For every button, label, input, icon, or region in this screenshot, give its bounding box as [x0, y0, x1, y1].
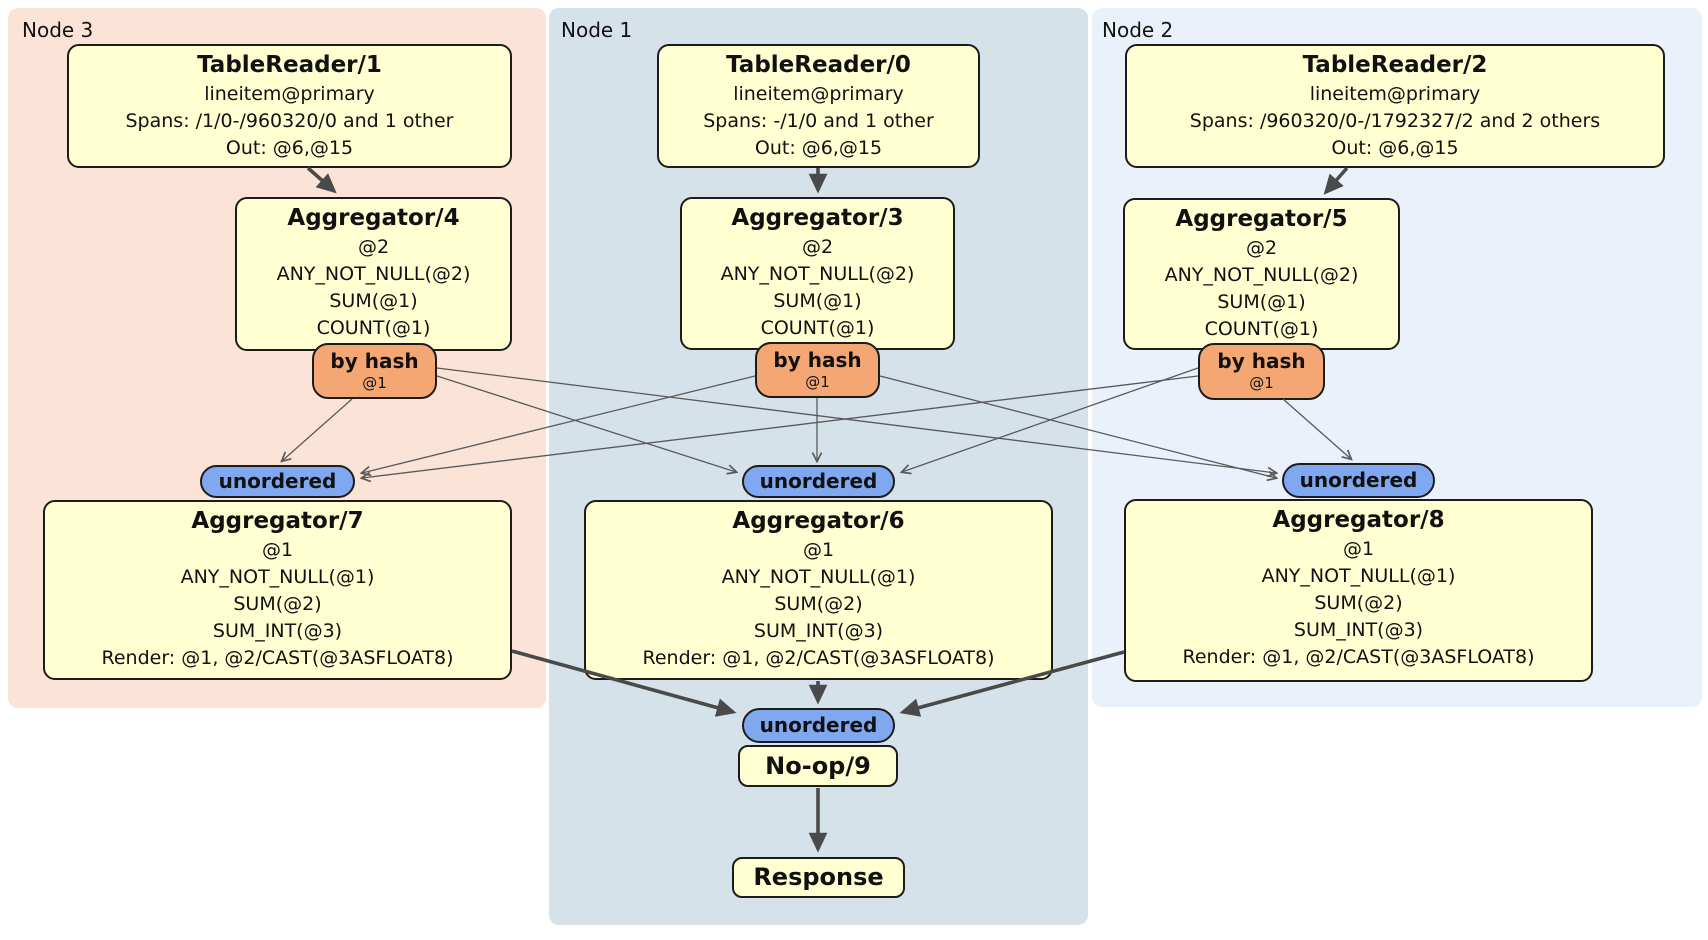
aggregator-3-box: Aggregator/3 @2 ANY_NOT_NULL(@2) SUM(@1)…	[680, 197, 955, 350]
processor-title: Aggregator/6	[732, 508, 905, 534]
group-by-line: @2	[357, 236, 390, 258]
agg-expr-line: SUM(@1)	[329, 290, 418, 312]
index-line: lineitem@primary	[204, 83, 375, 105]
hash-router-node2: by hash @1	[1198, 343, 1325, 400]
aggregator-6-box: Aggregator/6 @1 ANY_NOT_NULL(@1) SUM(@2)…	[584, 500, 1053, 680]
processor-title: Aggregator/4	[287, 205, 460, 231]
agg-expr-line: ANY_NOT_NULL(@2)	[276, 263, 471, 285]
processor-title: TableReader/0	[726, 52, 911, 78]
unordered-sync-node1: unordered	[742, 465, 895, 498]
agg-expr-line: SUM(@1)	[773, 290, 862, 312]
agg-expr-line: COUNT(@1)	[760, 317, 875, 339]
render-line: Render: @1, @2/CAST(@3ASFLOAT8)	[642, 647, 995, 669]
router-label: by hash	[773, 348, 862, 372]
unordered-sync-final: unordered	[742, 708, 895, 743]
group-by-line: @2	[801, 236, 834, 258]
router-key: @1	[362, 374, 387, 392]
agg-expr-line: ANY_NOT_NULL(@1)	[721, 566, 916, 588]
group-by-line: @1	[261, 539, 294, 561]
agg-expr-line: SUM(@1)	[1217, 291, 1306, 313]
hash-router-node1: by hash @1	[755, 342, 880, 398]
render-line: Render: @1, @2/CAST(@3ASFLOAT8)	[101, 647, 454, 669]
hash-router-node3: by hash @1	[312, 343, 437, 399]
agg-expr-line: SUM_INT(@3)	[753, 620, 884, 642]
node3-label: Node 3	[22, 18, 94, 42]
agg-expr-line: ANY_NOT_NULL(@2)	[1164, 264, 1359, 286]
agg-expr-line: SUM(@2)	[1314, 592, 1403, 614]
agg-expr-line: COUNT(@1)	[316, 317, 431, 339]
unordered-sync-node2: unordered	[1282, 463, 1435, 498]
index-line: lineitem@primary	[733, 83, 904, 105]
table-reader-2-box: TableReader/2 lineitem@primary Spans: /9…	[1125, 44, 1665, 168]
agg-expr-line: SUM_INT(@3)	[1293, 619, 1424, 641]
group-by-line: @1	[1342, 538, 1375, 560]
agg-expr-line: SUM(@2)	[233, 593, 322, 615]
agg-expr-line: SUM(@2)	[774, 593, 863, 615]
processor-title: TableReader/1	[197, 52, 382, 78]
processor-title: Aggregator/5	[1175, 206, 1348, 232]
aggregator-4-box: Aggregator/4 @2 ANY_NOT_NULL(@2) SUM(@1)…	[235, 197, 512, 351]
index-line: lineitem@primary	[1309, 83, 1481, 105]
processor-title: Aggregator/8	[1272, 507, 1445, 533]
group-by-line: @1	[802, 539, 835, 561]
agg-expr-line: ANY_NOT_NULL(@1)	[180, 566, 375, 588]
agg-expr-line: SUM_INT(@3)	[212, 620, 343, 642]
agg-expr-line: ANY_NOT_NULL(@2)	[720, 263, 915, 285]
router-label: by hash	[330, 349, 419, 373]
processor-title: Aggregator/7	[191, 508, 364, 534]
agg-expr-line: COUNT(@1)	[1204, 318, 1319, 340]
table-reader-1-box: TableReader/1 lineitem@primary Spans: /1…	[67, 44, 512, 168]
out-line: Out: @6,@15	[754, 137, 883, 159]
table-reader-0-box: TableReader/0 lineitem@primary Spans: -/…	[657, 44, 980, 168]
spans-line: Spans: -/1/0 and 1 other	[703, 110, 934, 132]
noop-box: No-op/9	[738, 745, 898, 787]
unordered-sync-node3: unordered	[200, 465, 355, 498]
node2-label: Node 2	[1102, 18, 1174, 42]
processor-title: TableReader/2	[1302, 52, 1488, 78]
router-key: @1	[1249, 374, 1274, 392]
spans-line: Spans: /1/0-/960320/0 and 1 other	[125, 110, 454, 132]
out-line: Out: @6,@15	[1331, 137, 1459, 159]
spans-line: Spans: /960320/0-/1792327/2 and 2 others	[1189, 110, 1601, 132]
aggregator-5-box: Aggregator/5 @2 ANY_NOT_NULL(@2) SUM(@1)…	[1123, 198, 1400, 350]
out-line: Out: @6,@15	[225, 137, 354, 159]
group-by-line: @2	[1245, 237, 1278, 259]
processor-title: Aggregator/3	[731, 205, 904, 231]
router-key: @1	[805, 373, 830, 391]
router-label: by hash	[1217, 349, 1306, 373]
aggregator-7-box: Aggregator/7 @1 ANY_NOT_NULL(@1) SUM(@2)…	[43, 500, 512, 680]
agg-expr-line: ANY_NOT_NULL(@1)	[1261, 565, 1456, 587]
aggregator-8-box: Aggregator/8 @1 ANY_NOT_NULL(@1) SUM(@2)…	[1124, 499, 1593, 682]
render-line: Render: @1, @2/CAST(@3ASFLOAT8)	[1182, 646, 1535, 668]
response-box: Response	[732, 857, 905, 898]
node1-label: Node 1	[561, 18, 633, 42]
